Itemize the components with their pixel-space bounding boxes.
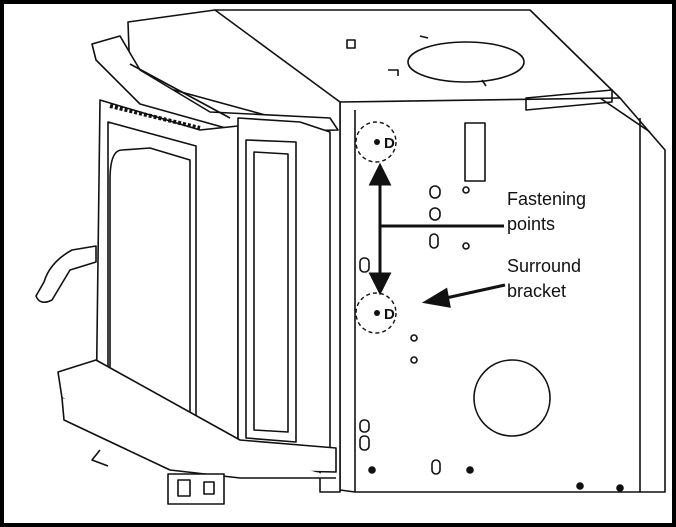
fastening-label-line2: points — [507, 214, 555, 234]
surround-bracket-arrow — [421, 283, 506, 308]
marker-bottom-label: D — [384, 306, 395, 323]
insert-body — [214, 9, 666, 493]
marker-top-label: D — [384, 135, 395, 152]
side-round-hole — [473, 359, 551, 437]
flue-opening — [407, 41, 525, 83]
stove-front — [35, 9, 341, 505]
fastening-label-line1: Fastening — [507, 189, 586, 209]
surround-label-line2: bracket — [507, 281, 566, 301]
surround-label-line1: Surround — [507, 256, 581, 276]
fastening-marker-bottom: D — [355, 292, 397, 334]
power-switch-icon — [177, 479, 191, 497]
fastening-double-arrow — [368, 162, 504, 296]
fastening-marker-top: D — [355, 121, 397, 163]
door-handle — [35, 245, 97, 304]
